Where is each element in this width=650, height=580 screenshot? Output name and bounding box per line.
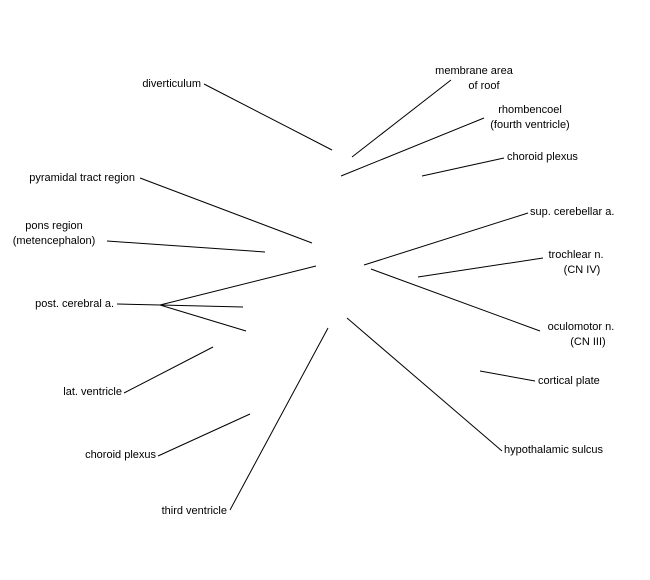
label-trochlear-line-2: (CN IV) (563, 264, 601, 276)
leader-post-cerebral-stem (116, 303, 161, 306)
label-oculomotor-n: oculomotor n. (CN III) (536, 320, 626, 350)
label-rhombencoel: rhombencoel (fourth ventricle) (480, 103, 580, 133)
label-pyramidal-tract-region: pyramidal tract region (29, 171, 135, 186)
label-choroid-plexus-upper-line-1: choroid plexus (507, 151, 578, 163)
label-diverticulum: diverticulum (142, 77, 201, 92)
label-pons-region: pons region (metencephalon) (4, 219, 104, 249)
label-sup-cerebellar-line-1: sup. cerebellar a. (530, 206, 615, 218)
label-pons-region-line-1: pons region (25, 220, 83, 232)
label-diverticulum-line-1: diverticulum (142, 78, 201, 90)
label-lat-ventricle: lat. ventricle (63, 385, 122, 400)
label-hypothalamic-sulcus: hypothalamic sulcus (504, 443, 603, 458)
label-pyramidal-tract-line-1: pyramidal tract region (29, 172, 135, 184)
leader-choroid-plexus-lower (157, 413, 251, 457)
label-cortical-plate: cortical plate (538, 374, 600, 389)
label-choroid-plexus-lower: choroid plexus (85, 448, 156, 463)
leader-sup-cerebellar (363, 212, 529, 266)
label-cortical-plate-line-1: cortical plate (538, 375, 600, 387)
leader-diverticulum (203, 83, 333, 151)
leader-choroid-plexus-upper (421, 157, 505, 177)
leader-trochlear (417, 257, 544, 278)
leader-rhombencoel (340, 117, 485, 177)
label-hypothalamic-sulcus-line-1: hypothalamic sulcus (504, 444, 604, 456)
label-oculomotor-line-2: (CN III) (570, 336, 606, 348)
label-rhombencoel-line-2: (fourth ventricle) (490, 119, 570, 131)
label-trochlear-n: trochlear n. (CN IV) (536, 248, 616, 278)
label-post-cerebral-line-1: post. cerebral a. (35, 298, 114, 310)
leader-pyramidal-tract (139, 177, 313, 244)
leader-lat-ventricle (123, 346, 214, 394)
label-trochlear-line-1: trochlear n. (548, 249, 604, 261)
leader-third-ventricle (229, 327, 329, 511)
label-third-ventricle: third ventricle (162, 504, 227, 519)
label-rhombencoel-line-1: rhombencoel (498, 104, 562, 116)
leader-hypothalamic-sulcus (346, 317, 503, 452)
label-membrane-area-line-1: membrane area (435, 65, 513, 77)
label-membrane-area-of-roof: membrane area of roof (419, 64, 529, 94)
label-pons-region-line-2: (metencephalon) (12, 235, 96, 247)
leader-post-cerebral-branch-2 (159, 304, 244, 308)
leader-pons-region (106, 240, 266, 253)
label-post-cerebral-a: post. cerebral a. (35, 297, 114, 312)
label-lat-ventricle-line-1: lat. ventricle (63, 386, 122, 398)
leader-cortical-plate (479, 370, 536, 382)
leader-post-cerebral-branch-3 (159, 304, 247, 332)
label-sup-cerebellar-a: sup. cerebellar a. (530, 205, 614, 220)
label-choroid-plexus-lower-line-1: choroid plexus (85, 449, 156, 461)
label-oculomotor-line-1: oculomotor n. (547, 321, 615, 333)
label-membrane-area-line-2: of roof (468, 80, 500, 92)
label-third-ventricle-line-1: third ventricle (161, 505, 227, 517)
leader-post-cerebral-branch-1 (159, 265, 317, 306)
leader-membrane-area (351, 79, 452, 158)
leader-oculomotor (370, 268, 541, 332)
label-choroid-plexus-upper: choroid plexus (507, 150, 578, 165)
